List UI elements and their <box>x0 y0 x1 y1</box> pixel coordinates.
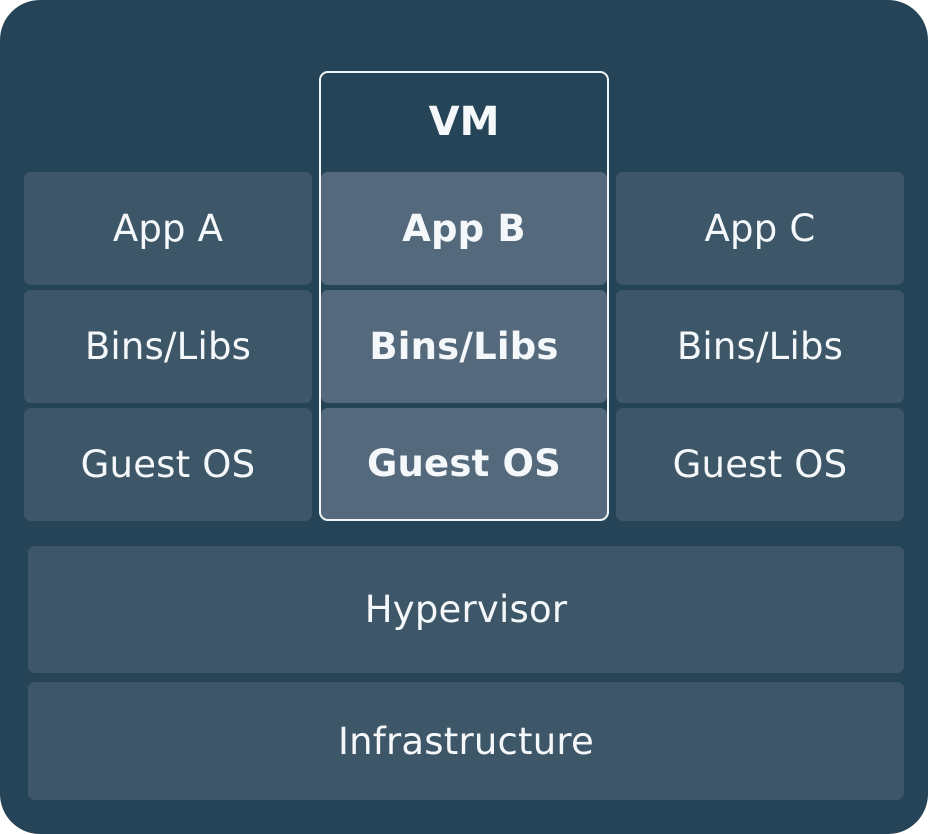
hypervisor-block: Hypervisor <box>28 546 904 673</box>
infrastructure-block: Infrastructure <box>28 682 904 800</box>
guest-os-c-block: Guest OS <box>616 408 904 521</box>
bins-libs-a-block: Bins/Libs <box>24 290 312 403</box>
guest-os-b-block: Guest OS <box>321 408 607 519</box>
bins-libs-c-block: Bins/Libs <box>616 290 904 403</box>
app-b-block: App B <box>321 172 607 285</box>
bins-libs-b-block: Bins/Libs <box>321 290 607 403</box>
guest-os-a-block: Guest OS <box>24 408 312 521</box>
app-a-block: App A <box>24 172 312 285</box>
app-c-block: App C <box>616 172 904 285</box>
vm-label: VM <box>428 99 500 145</box>
